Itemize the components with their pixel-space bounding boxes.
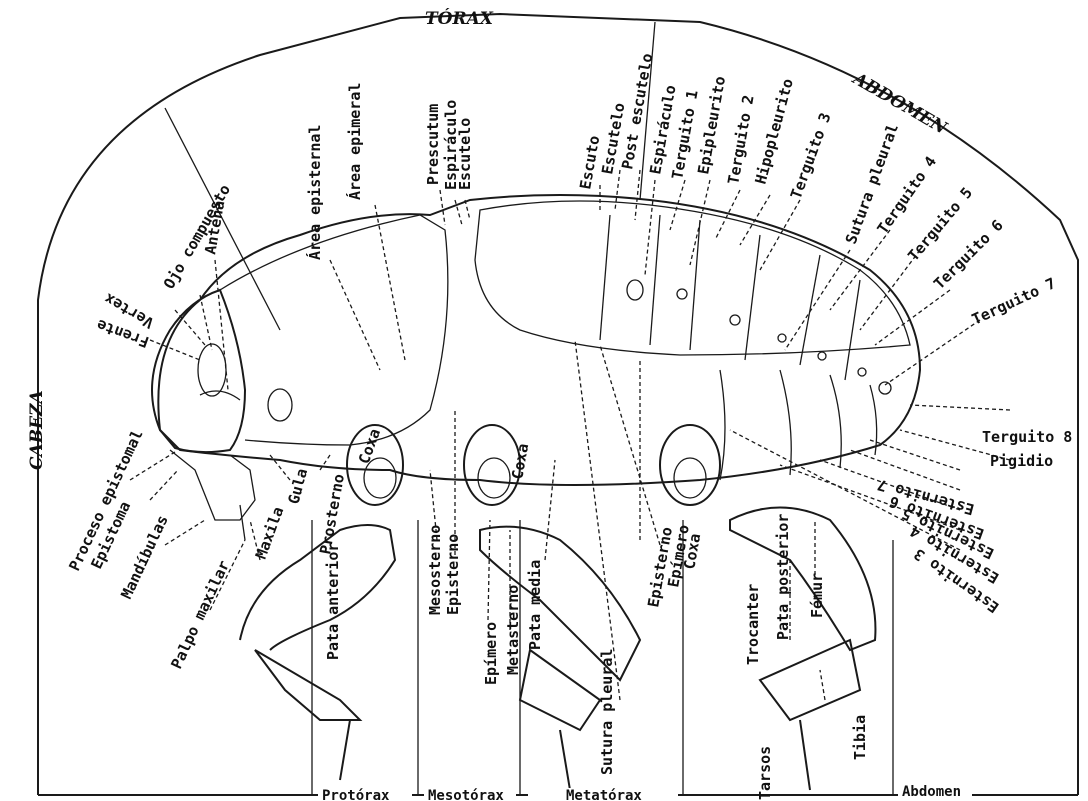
label-gula: Gula: [284, 466, 311, 506]
label-epipleurito: Epipleurito: [694, 75, 729, 176]
label-terguito-8: Terguito 8: [982, 428, 1072, 446]
label-terguito-2: Terguito 2: [724, 94, 757, 186]
label-mesosterno: Mesosterno: [426, 525, 444, 615]
label-tibia: Tibia: [851, 715, 869, 760]
region-cabeza: CABEZA: [27, 390, 47, 470]
label-pigidio: Pigidio: [990, 452, 1053, 470]
label-pata-anterior: Pata anterior: [324, 543, 342, 660]
label-epimero-1: Epímero: [482, 622, 500, 685]
label-terguito-7: Terguito 7: [969, 274, 1058, 328]
label-area-episternal: Área episternal: [305, 125, 324, 260]
label-trocanter: Trocanter: [744, 584, 762, 665]
label-episterno-1: Episterno: [444, 534, 462, 615]
segment-abdomen: Abdomen: [902, 784, 961, 800]
pronotum: [220, 215, 448, 445]
region-arch: [38, 14, 1078, 795]
segment-mesotorax: Mesotórax: [428, 788, 504, 801]
region-torax: TÓRAX: [425, 8, 494, 29]
segment-metatorax: Metatórax: [566, 788, 642, 801]
label-area-epimeral: Área epimeral: [345, 83, 364, 200]
leg-anterior: [240, 525, 395, 780]
coxa-shapes: [347, 425, 720, 505]
label-maxila: Maxila: [252, 504, 287, 561]
label-tarsos: Tarsos: [756, 746, 774, 800]
segment-protorax: Protórax: [322, 788, 390, 801]
label-escutelo-1: Escutelo: [456, 118, 474, 190]
label-pata-media: Pata media: [526, 560, 544, 650]
wing-cover: [475, 201, 910, 355]
label-palpo-maxilar: Palpo maxilar: [167, 558, 233, 672]
label-ojo-compuesto: Ojo compuesto: [160, 181, 234, 292]
label-sutura-pleural-2: Sutura pleural: [598, 649, 616, 775]
label-hipopleurito: Hipopleurito: [751, 77, 796, 186]
label-mandibulas: Mandíbulas: [117, 512, 171, 601]
label-metasterno: Metasterno: [504, 585, 522, 675]
label-femur: Fémur: [808, 573, 826, 618]
label-pata-posterior: Pata posterior: [774, 514, 792, 640]
insect-body: [158, 195, 920, 485]
abdominal-sutures: [600, 215, 877, 480]
label-coxa-2: Coxa: [508, 442, 532, 481]
label-terguito-3: Terguito 3: [787, 110, 835, 201]
label-prescutum: Prescutum: [424, 104, 442, 185]
